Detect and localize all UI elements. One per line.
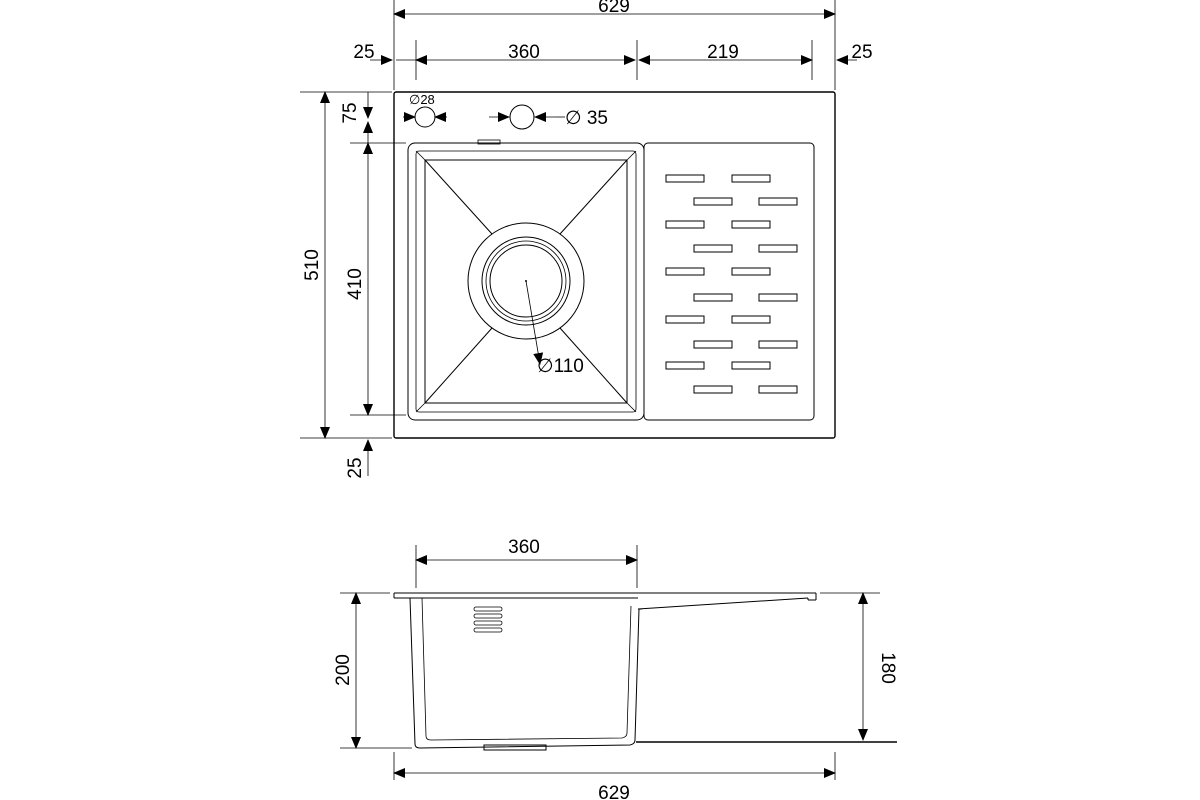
- drainer-slot: [693, 244, 733, 253]
- side-bowl-height-label: 200: [333, 654, 354, 686]
- drainer-slot: [693, 197, 733, 206]
- side-drainer-height-label: 180: [877, 652, 898, 684]
- drain-diameter-label: ∅110: [537, 356, 584, 377]
- drainer-slots: [665, 174, 798, 394]
- drainer-slot: [731, 220, 771, 229]
- right-margin-label: 25: [851, 42, 872, 63]
- drainer-slot: [665, 220, 705, 229]
- sink-outline-top: [393, 91, 836, 439]
- drainer-slot: [758, 293, 798, 302]
- overall-depth-label: 510: [302, 249, 323, 281]
- bowl-width-label: 360: [508, 42, 540, 63]
- drainer-slot: [731, 361, 771, 370]
- drain-top: ∅110: [467, 222, 585, 377]
- drainer-slot: [758, 340, 798, 349]
- side-view: 360 200 180 629: [333, 537, 898, 800]
- bowl-top: [407, 142, 645, 421]
- small-hole-label: ∅28: [409, 92, 435, 107]
- side-overall-width-label: 629: [598, 783, 630, 800]
- dimensions-horizontal-top: 629 360 219 25 25: [353, 0, 873, 90]
- drainer-slot: [758, 197, 798, 206]
- drainer-slot: [731, 267, 771, 276]
- drainer-slot: [665, 315, 705, 324]
- small-hole: [414, 106, 436, 128]
- faucet-holes: ∅28 ∅ 35: [403, 92, 608, 145]
- bowl-depth-label: 410: [345, 268, 366, 300]
- drainer-slot: [758, 385, 798, 394]
- overflow-slots: [473, 606, 503, 633]
- drainer-slot: [693, 340, 733, 349]
- faucet-hole: [509, 104, 535, 130]
- drainer-board-top: [643, 142, 815, 421]
- drainer-slot: [731, 174, 771, 183]
- faucet-hole-label: ∅ 35: [565, 108, 608, 129]
- bottom-margin-label: 25: [345, 457, 366, 478]
- dimensions-vertical-top: 510 75 410 25: [300, 91, 406, 479]
- drainer-width-label: 219: [707, 42, 739, 63]
- drainer-slot: [693, 293, 733, 302]
- drainer-slot: [693, 385, 733, 394]
- drainer-slot: [758, 244, 798, 253]
- top-view: ∅110 ∅28 ∅ 35: [300, 0, 873, 479]
- bowl-side: [409, 597, 642, 749]
- drainer-slot: [731, 315, 771, 324]
- drainer-slot: [665, 174, 705, 183]
- left-margin-label: 25: [353, 42, 374, 63]
- overall-width-label: 629: [598, 0, 630, 17]
- drainer-slot: [665, 267, 705, 276]
- drainer-slot: [665, 361, 705, 370]
- top-margin-label: 75: [340, 102, 361, 123]
- side-bowl-width-label: 360: [508, 537, 540, 558]
